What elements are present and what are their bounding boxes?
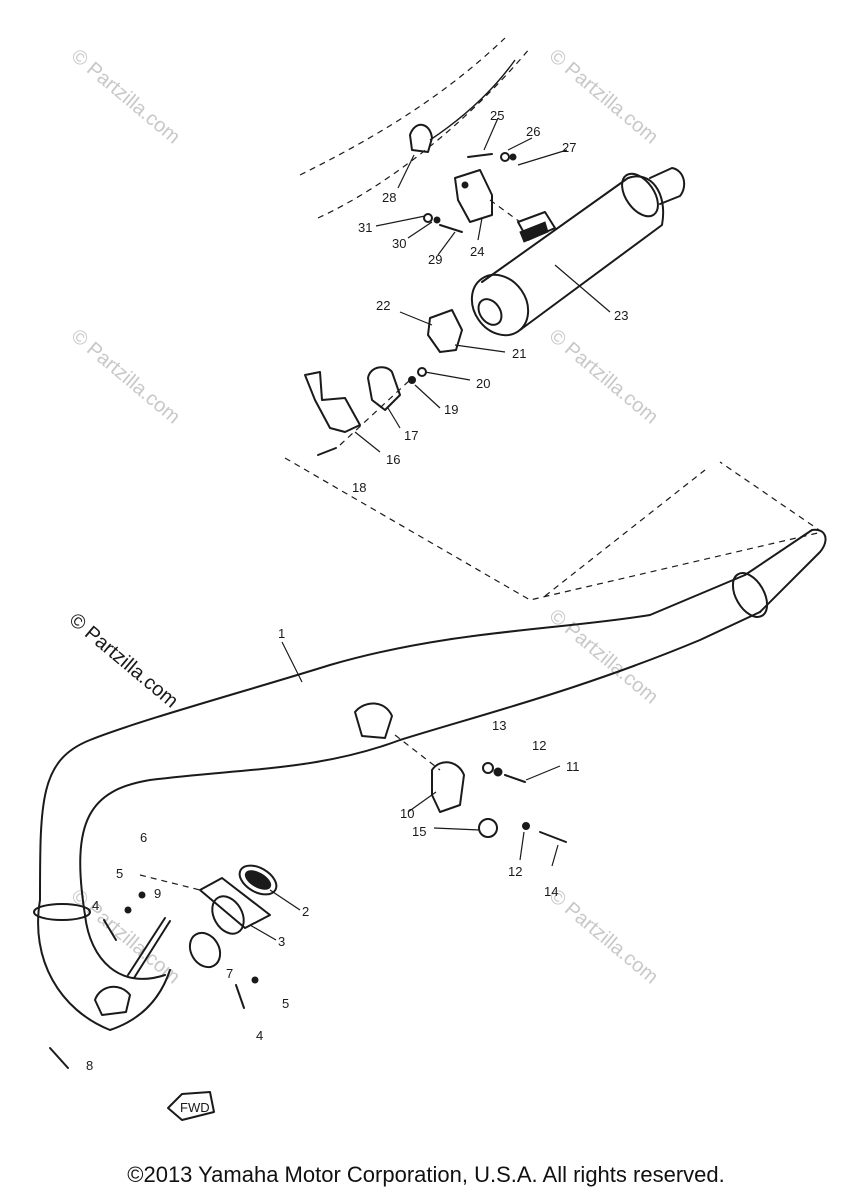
- callout-7: 7: [226, 966, 233, 981]
- callout-11: 11: [566, 759, 580, 774]
- callout-21: 21: [512, 346, 526, 361]
- fwd-label: FWD: [180, 1100, 210, 1115]
- frame-outline: [299, 37, 531, 219]
- callout-labels: 1 2 3 4 4 5 5 6 7 8 9 10 11 12 12 13 14 …: [86, 108, 628, 1073]
- callout-26: 26: [526, 124, 540, 139]
- pipe-bracket-hardware: [394, 734, 567, 843]
- callout-8: 8: [86, 1058, 93, 1073]
- callout-24: 24: [470, 244, 484, 259]
- copyright-notice: ©2013 Yamaha Motor Corporation, U.S.A. A…: [127, 1162, 725, 1187]
- callout-3: 3: [278, 934, 285, 949]
- callout-4: 4: [92, 898, 99, 913]
- callout-23: 23: [614, 308, 628, 323]
- callout-14: 14: [544, 884, 558, 899]
- callout-10: 10: [400, 806, 414, 821]
- callout-30: 30: [392, 236, 406, 251]
- flange-gasket-spring: [49, 864, 278, 1069]
- callout-19: 19: [444, 402, 458, 417]
- watermark: © Partzilla.com: [545, 885, 662, 988]
- callout-29: 29: [428, 252, 442, 267]
- watermark: © Partzilla.com: [545, 45, 662, 148]
- callout-13: 13: [492, 718, 506, 733]
- callout-12: 12: [508, 864, 522, 879]
- expansion-chamber: [33, 528, 827, 1031]
- callout-22: 22: [376, 298, 390, 313]
- reference-outline: [284, 457, 824, 601]
- watermark: © Partzilla.com: [65, 609, 182, 712]
- muffler: [470, 167, 686, 337]
- callout-4: 4: [256, 1028, 263, 1043]
- watermarks: © Partzilla.com © Partzilla.com © Partzi…: [65, 45, 662, 988]
- callout-17: 17: [404, 428, 418, 443]
- callout-15: 15: [412, 824, 426, 839]
- muffler-bracket-hardware: [409, 123, 521, 233]
- callout-5: 5: [282, 996, 289, 1011]
- watermark: © Partzilla.com: [67, 325, 184, 428]
- watermark: © Partzilla.com: [67, 885, 184, 988]
- callout-6: 6: [140, 830, 147, 845]
- callout-9: 9: [154, 886, 161, 901]
- callout-25: 25: [490, 108, 504, 123]
- callout-27: 27: [562, 140, 576, 155]
- callout-5: 5: [116, 866, 123, 881]
- callout-1: 1: [278, 626, 285, 641]
- fwd-indicator: FWD: [167, 1091, 215, 1121]
- callout-28: 28: [382, 190, 396, 205]
- leader-lines: [249, 117, 611, 941]
- callout-2: 2: [302, 904, 309, 919]
- mount-clamp-group: [304, 309, 463, 456]
- callout-12: 12: [532, 738, 546, 753]
- callout-31: 31: [358, 220, 372, 235]
- callout-18: 18: [352, 480, 366, 495]
- watermark: © Partzilla.com: [545, 325, 662, 428]
- callout-20: 20: [476, 376, 490, 391]
- callout-16: 16: [386, 452, 400, 467]
- watermark: © Partzilla.com: [67, 45, 184, 148]
